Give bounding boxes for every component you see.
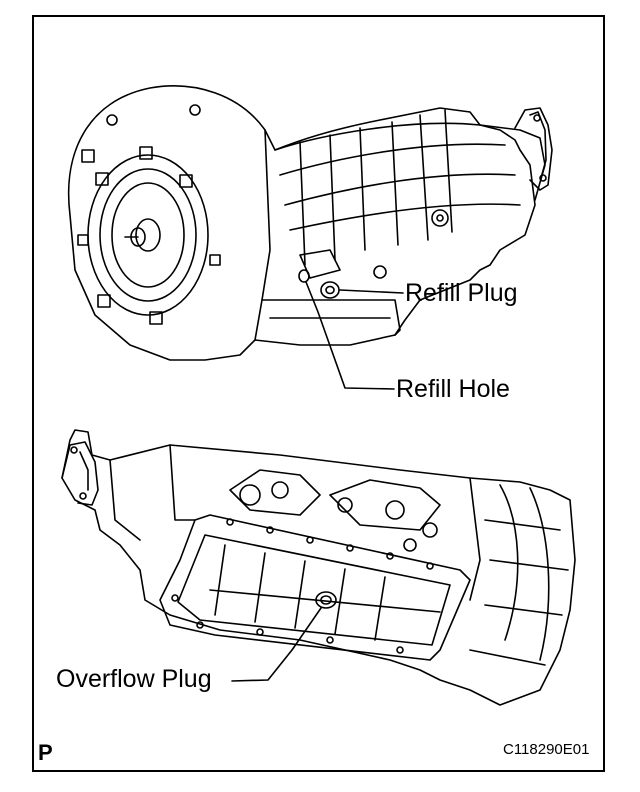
transmission-top-view [67, 85, 553, 361]
figure-code: C118290E01 [503, 741, 590, 758]
refill-plug-leader [339, 289, 404, 294]
figure-frame [32, 15, 605, 772]
refill-plug-label: Refill Plug [405, 279, 518, 307]
transmission-bottom-view [61, 429, 576, 706]
corner-letter: P [38, 740, 53, 765]
overflow-plug [315, 591, 337, 609]
refill-hole-label: Refill Hole [396, 375, 510, 403]
refill-hole-leader [305, 281, 395, 390]
overflow-plug-label: Overflow Plug [56, 665, 212, 693]
refill-plug [320, 281, 340, 299]
refill-hole [298, 269, 310, 283]
overflow-plug-leader [231, 607, 322, 682]
